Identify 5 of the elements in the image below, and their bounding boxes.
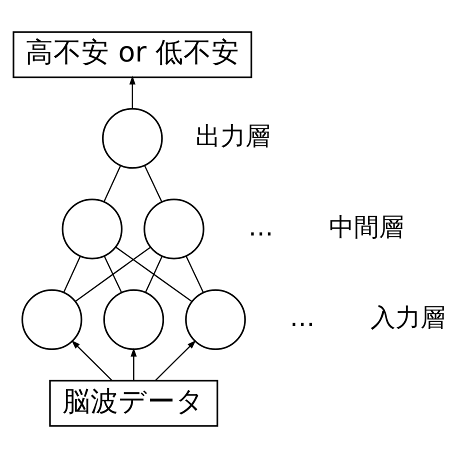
label: 中間層 <box>329 212 404 242</box>
label: 出力層 <box>196 122 271 151</box>
label: … <box>290 302 315 332</box>
label: … <box>248 212 274 242</box>
label: 入力層 <box>370 302 446 332</box>
